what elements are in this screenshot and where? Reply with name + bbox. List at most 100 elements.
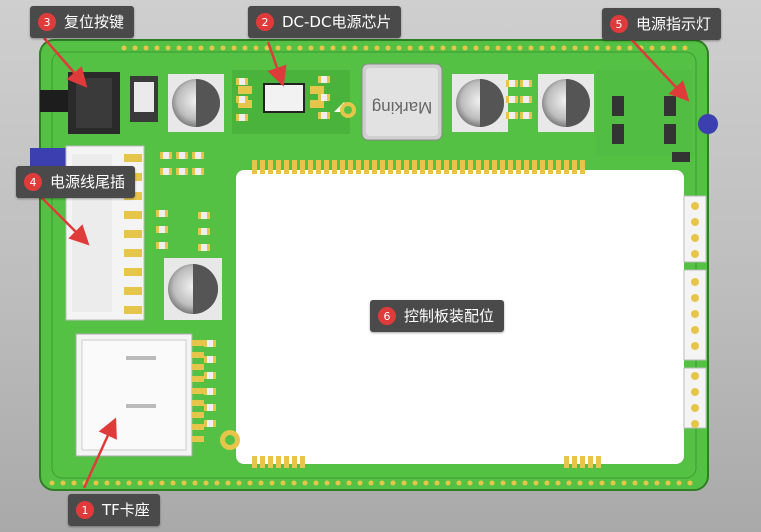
header-pin [308, 160, 313, 174]
perimeter-pad [115, 480, 121, 486]
header-pin [372, 160, 377, 174]
perimeter-pad [374, 45, 380, 51]
header-pin [404, 160, 409, 174]
smd-pad [185, 168, 188, 175]
header-pin [380, 160, 385, 174]
perimeter-pad [280, 480, 286, 486]
perimeter-pad [588, 480, 594, 486]
perimeter-pad [682, 45, 688, 51]
header-pin [388, 160, 393, 174]
callout-reset-button: 3 复位按键 [30, 6, 135, 38]
perimeter-pad [561, 45, 567, 51]
smd-pad [236, 96, 239, 103]
header-pin [468, 160, 473, 174]
smd-pad [318, 76, 321, 83]
header-pin [276, 456, 281, 468]
smd-pad [165, 226, 168, 233]
smd-part [236, 114, 248, 121]
capacitor-top-right [538, 74, 594, 132]
callout-label: 复位按键 [64, 12, 125, 31]
connector-pin [124, 249, 142, 257]
perimeter-pad [467, 480, 473, 486]
right-pin [691, 326, 699, 334]
perimeter-pad [407, 45, 413, 51]
smd-pad [327, 76, 330, 83]
smd-pad [201, 168, 204, 175]
header-pin [588, 456, 593, 468]
perimeter-pad [363, 45, 369, 51]
tf-pin [192, 412, 204, 418]
perimeter-pad [330, 45, 336, 51]
header-pins-bottom [252, 456, 601, 468]
perimeter-pad [324, 480, 330, 486]
dc-dc-chip [232, 70, 354, 134]
perimeter-pad [671, 45, 677, 51]
header-pin [300, 160, 305, 174]
perimeter-pad [379, 480, 385, 486]
callout-dc-dc-chip: 2 DC-DC电源芯片 [248, 6, 402, 38]
perimeter-pad [654, 480, 660, 486]
perimeter-pad [93, 480, 99, 486]
callout-arrows [39, 37, 690, 489]
perimeter-pad [104, 480, 110, 486]
right-pin [691, 278, 699, 286]
smd-part [204, 372, 216, 379]
perimeter-pad [484, 45, 490, 51]
smd-pad [207, 228, 210, 235]
smd-part [506, 112, 518, 119]
header-pin [572, 160, 577, 174]
header-pin [492, 160, 497, 174]
perimeter-pad [583, 45, 589, 51]
perimeter-pad [627, 45, 633, 51]
perimeter-pad [165, 45, 171, 51]
header-pin [284, 456, 289, 468]
perimeter-pad [506, 45, 512, 51]
perimeter-pad [209, 45, 215, 51]
smd-pad [213, 340, 216, 347]
inductor-marking: Marking [361, 63, 443, 141]
perimeter-pad [242, 45, 248, 51]
smd-part [198, 228, 210, 235]
arrow-power-connector [39, 195, 90, 246]
perimeter-pad [500, 480, 506, 486]
smd-part [192, 152, 204, 159]
smd-pad [529, 112, 532, 119]
header-pin [260, 160, 265, 174]
header-pin [508, 160, 513, 174]
callout-number-badge: 2 [256, 13, 274, 31]
smd-pad [213, 420, 216, 427]
perimeter-pad [308, 45, 314, 51]
smd-part [520, 96, 532, 103]
perimeter-pad [346, 480, 352, 486]
arrow-reset [43, 37, 88, 88]
marking-text: Marking [372, 98, 432, 117]
tf-card-socket [75, 333, 193, 457]
callout-number-badge: 3 [38, 13, 56, 31]
callout-label: 电源指示灯 [636, 14, 712, 33]
perimeter-pad [297, 45, 303, 51]
perimeter-pad [478, 480, 484, 486]
tf-pin [192, 424, 204, 430]
perimeter-pad [275, 45, 281, 51]
smd-pad [198, 228, 201, 235]
perimeter-pad [418, 45, 424, 51]
tf-pin [192, 352, 204, 358]
right-pin [691, 218, 699, 226]
smd-pad [515, 112, 518, 119]
smd-pad [236, 78, 239, 85]
connector-pin [124, 268, 142, 276]
header-pin [300, 456, 305, 468]
smd-part [156, 210, 168, 217]
smd-pad [213, 404, 216, 411]
smd-pad [213, 388, 216, 395]
perimeter-pad [687, 480, 693, 486]
perimeter-pad [302, 480, 308, 486]
header-pin [268, 160, 273, 174]
perimeter-pad [533, 480, 539, 486]
perimeter-pad [121, 45, 127, 51]
perimeter-pad [181, 480, 187, 486]
header-pin [580, 160, 585, 174]
tf-pin [192, 436, 204, 442]
perimeter-pad [577, 480, 583, 486]
